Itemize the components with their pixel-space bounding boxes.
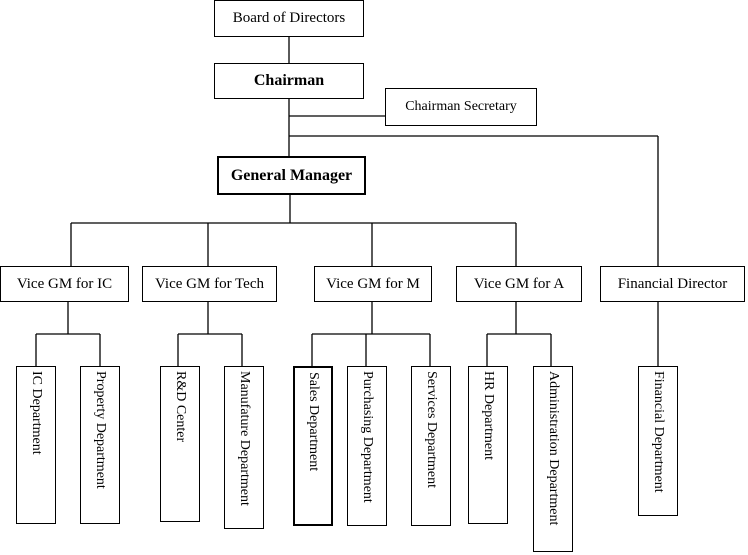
manufacture-department-box: Manufature Department	[224, 366, 264, 529]
purchasing-department-box: Purchasing Department	[347, 366, 387, 526]
vice-gm-ic-box: Vice GM for IC	[0, 266, 129, 302]
vice-gm-ic-label: Vice GM for IC	[16, 275, 113, 292]
vice-gm-tech-box: Vice GM for Tech	[142, 266, 277, 302]
sales-department-box: Sales Department	[293, 366, 333, 526]
financial-director-box: Financial Director	[600, 266, 745, 302]
ic-department-box: IC Department	[16, 366, 56, 524]
chairman-secretary-box: Chairman Secretary	[385, 88, 537, 126]
board-of-directors-box: Board of Directors	[214, 0, 364, 37]
vice-gm-a-label: Vice GM for A	[473, 275, 565, 292]
financial-department-label: Financial Department	[651, 371, 666, 493]
vice-gm-m-box: Vice GM for M	[314, 266, 432, 302]
financial-director-label: Financial Director	[617, 275, 728, 292]
vice-gm-tech-label: Vice GM for Tech	[155, 275, 264, 292]
purchasing-department-label: Purchasing Department	[360, 371, 375, 503]
services-department-box: Services Department	[411, 366, 451, 526]
financial-department-box: Financial Department	[638, 366, 678, 516]
rd-center-box: R&D Center	[160, 366, 200, 522]
sales-department-label: Sales Department	[306, 372, 321, 472]
chairman-box: Chairman	[214, 63, 364, 99]
board-of-directors-label: Board of Directors	[232, 10, 346, 26]
vice-gm-a-box: Vice GM for A	[456, 266, 582, 302]
hr-department-box: HR Department	[468, 366, 508, 524]
administration-department-label: Administration Department	[546, 371, 561, 526]
ic-department-label: IC Department	[29, 371, 44, 455]
chairman-secretary-label: Chairman Secretary	[405, 99, 517, 114]
general-manager-box: General Manager	[217, 156, 366, 195]
hr-department-label: HR Department	[481, 371, 496, 461]
property-department-label: Property Department	[93, 371, 108, 489]
vice-gm-m-label: Vice GM for M	[326, 275, 420, 292]
rd-center-label: R&D Center	[173, 371, 188, 443]
manufacture-department-label: Manufature Department	[237, 371, 252, 506]
administration-department-box: Administration Department	[533, 366, 573, 552]
property-department-box: Property Department	[80, 366, 120, 524]
chairman-label: Chairman	[253, 72, 325, 89]
services-department-label: Services Department	[424, 371, 439, 489]
general-manager-label: General Manager	[230, 166, 353, 184]
